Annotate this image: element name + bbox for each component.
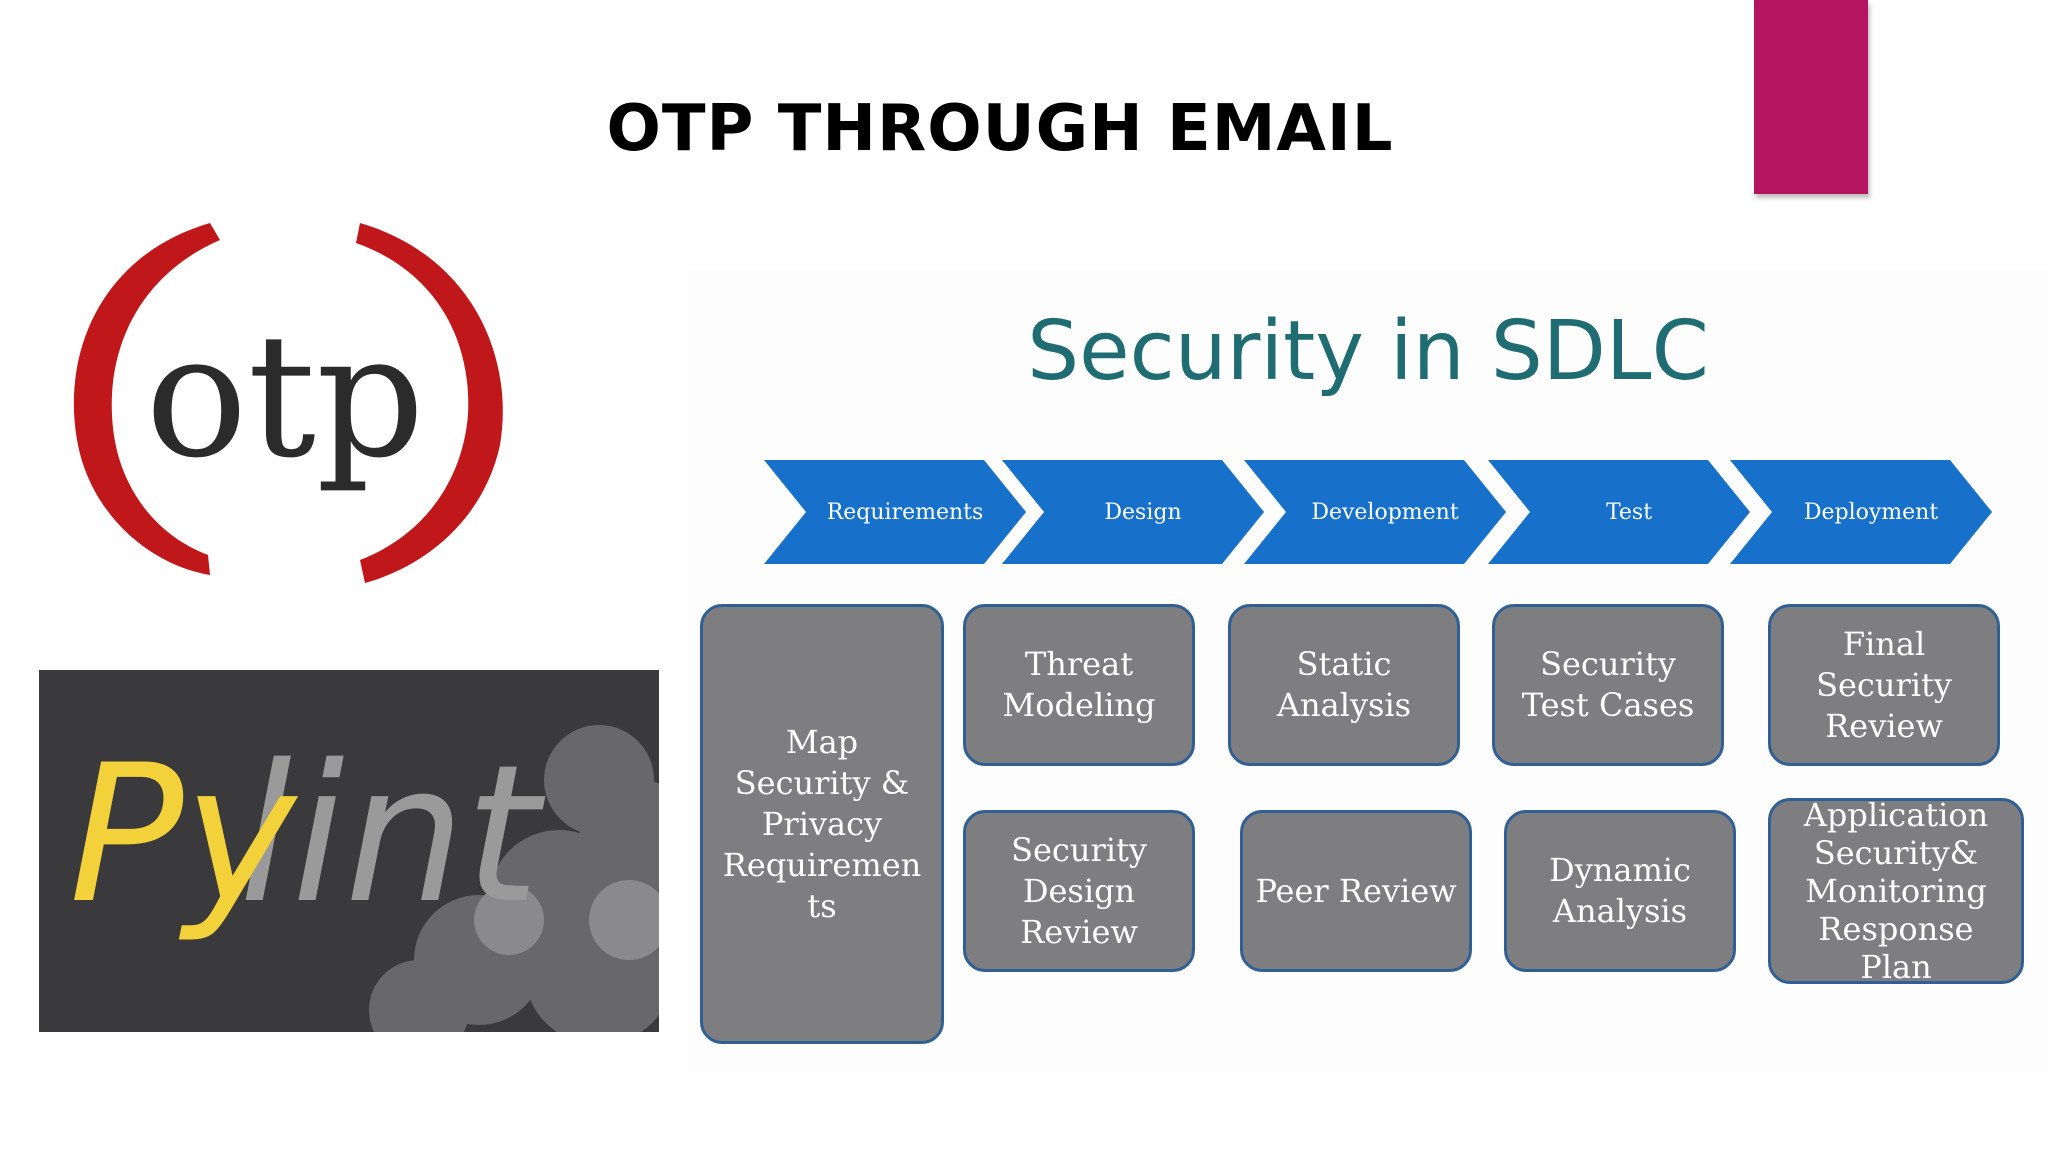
activity-static-analysis: Static Analysis <box>1228 604 1460 766</box>
sdlc-diagram: Security in SDLC Requirements Design Dev… <box>688 270 2048 1070</box>
sdlc-title: Security in SDLC <box>1027 304 1709 399</box>
activity-final-security-review: Final Security Review <box>1768 604 2000 766</box>
phase-development: Development <box>1244 460 1506 564</box>
phase-label: Development <box>1311 499 1459 525</box>
accent-bar <box>1754 0 1868 194</box>
phase-label: Test <box>1605 499 1653 525</box>
activity-dynamic-analysis: Dynamic Analysis <box>1504 810 1736 972</box>
otp-logo: otp <box>60 215 540 595</box>
activity-security-test-cases: Security Test Cases <box>1492 604 1724 766</box>
activity-peer-review: Peer Review <box>1240 810 1472 972</box>
slide-title: OTP THROUGH EMAIL <box>606 92 1394 166</box>
activity-threat-modeling: Threat Modeling <box>963 604 1195 766</box>
activity-map-security-privacy-requirements: Map Security & Privacy Requiremen ts <box>700 604 944 1044</box>
pylint-logo: lint Py <box>39 670 659 1032</box>
activity-security-design-review: Security Design Review <box>963 810 1195 972</box>
otp-logo-text: otp <box>145 298 425 496</box>
phase-label: Design <box>1104 499 1182 525</box>
otp-left-bracket <box>73 223 220 575</box>
phase-label: Deployment <box>1803 499 1939 525</box>
phase-label: Requirements <box>826 499 984 525</box>
activity-application-security-monitoring-response-plan: Application Security& Monitoring Respons… <box>1768 796 2024 986</box>
otp-right-bracket <box>356 223 503 583</box>
pylint-lint-text: lint <box>239 724 546 945</box>
pylint-py-text: Py <box>69 724 299 945</box>
phase-test: Test <box>1488 460 1750 564</box>
phase-requirements: Requirements <box>764 460 1026 564</box>
phase-deployment: Deployment <box>1730 460 1992 564</box>
phase-design: Design <box>1002 460 1264 564</box>
